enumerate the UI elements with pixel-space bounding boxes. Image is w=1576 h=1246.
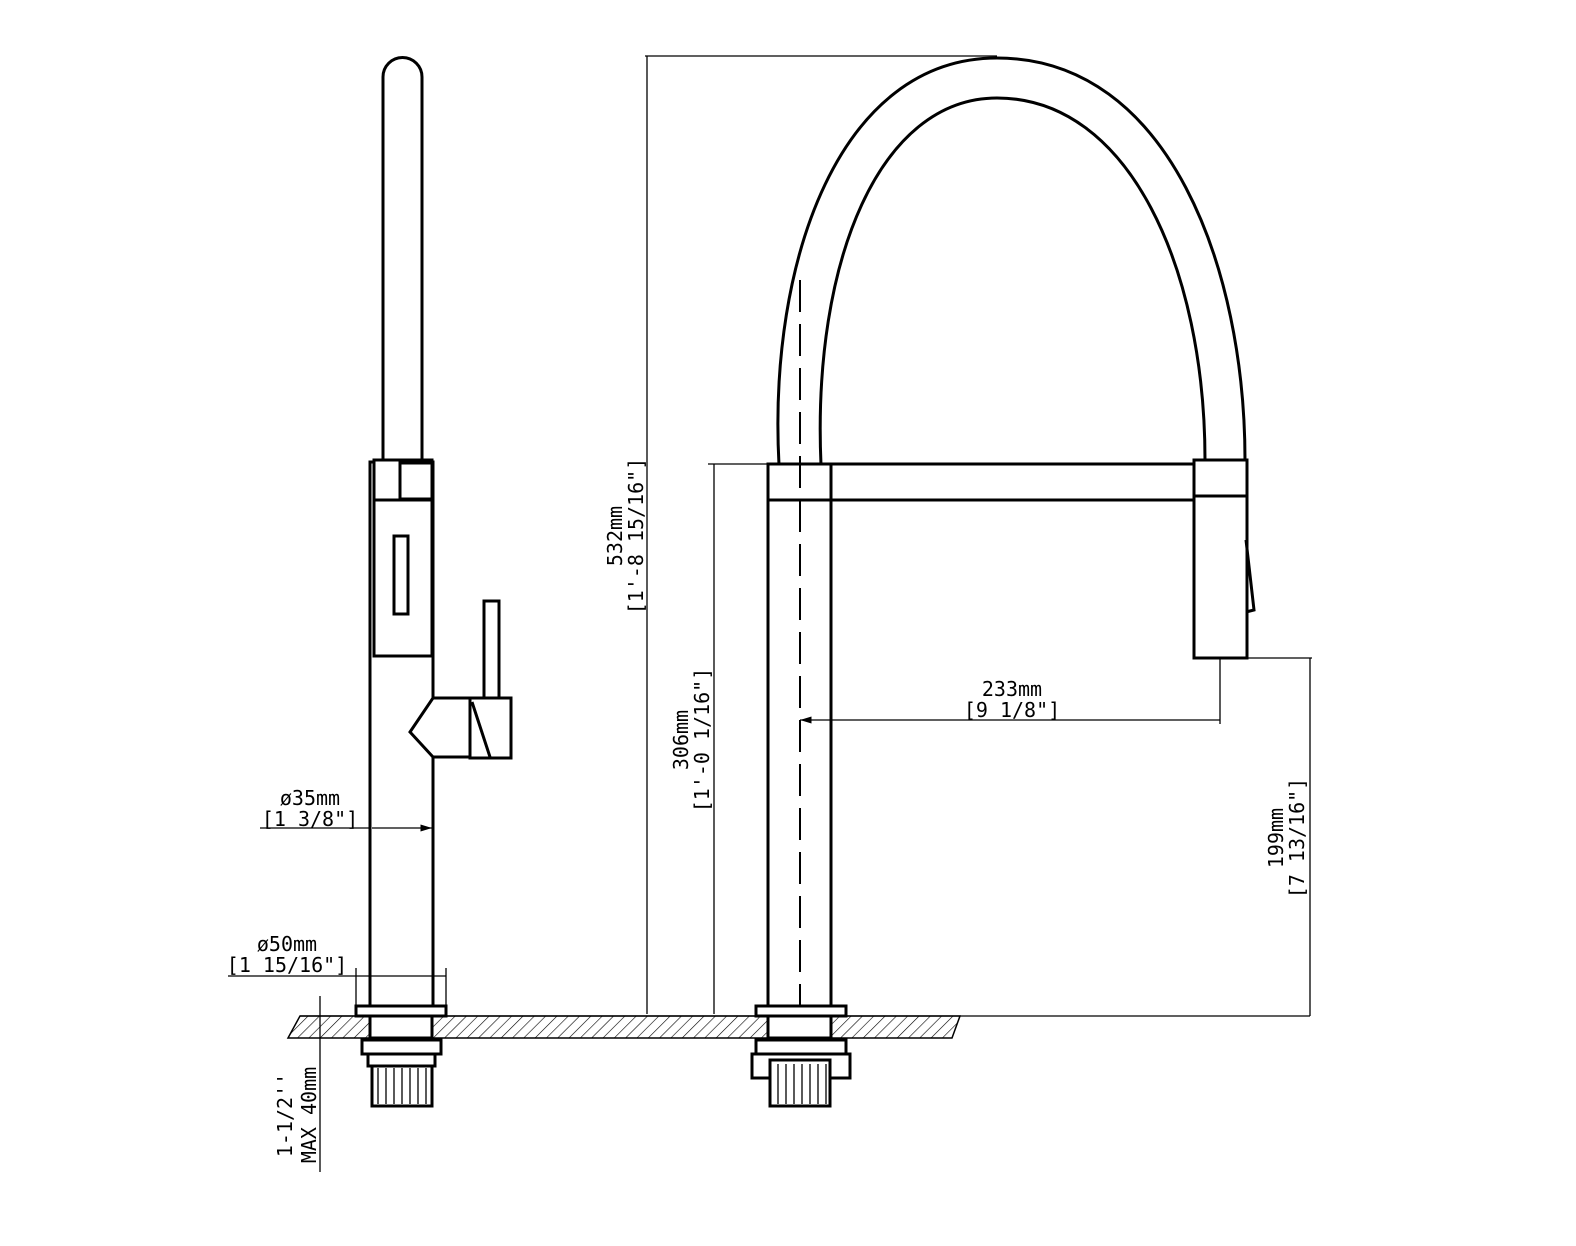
- front-spring-arch: [776, 56, 1247, 466]
- pipe-diameter-metric: ø35mm: [280, 786, 340, 810]
- spout-reach-metric: 233mm: [982, 677, 1042, 701]
- deck-thickness-imperial: 1-1/2'': [273, 1073, 297, 1157]
- total-height-metric: 532mm: [603, 506, 627, 566]
- side-spray-wand: [381, 56, 424, 462]
- spout-reach-dimension: [800, 658, 1221, 724]
- base-diameter-imperial: [1 15/16"]: [227, 953, 347, 977]
- side-spray-button: [392, 534, 410, 616]
- spout-clearance-metric: 199mm: [1264, 808, 1288, 868]
- total-height-imperial: [1'-8 15/16"]: [624, 458, 648, 615]
- deck-thickness-metric: MAX 40mm: [297, 1067, 321, 1163]
- spout-clearance-dimension: [1215, 657, 1312, 1016]
- spout-clearance-imperial: [7 13/16"]: [1285, 778, 1309, 898]
- base-diameter-metric: ø50mm: [257, 932, 317, 956]
- body-height-metric: 306mm: [669, 710, 693, 770]
- front-holder-arm: [829, 462, 1197, 502]
- pipe-diameter-imperial: [1 3/8"]: [262, 807, 358, 831]
- side-lever-handle: [408, 599, 513, 760]
- front-mounting-hardware: [750, 1014, 852, 1108]
- base-diameter-dimension: [228, 968, 447, 1006]
- body-height-dimension: [708, 463, 768, 1014]
- side-view-faucet: [354, 56, 513, 1108]
- side-mounting-hardware: [360, 1014, 443, 1108]
- body-height-imperial: [1'-0 1/16"]: [690, 668, 714, 813]
- total-height-dimension: [645, 55, 997, 1014]
- front-view-faucet: [750, 56, 1256, 1108]
- spout-reach-imperial: [9 1/8"]: [964, 698, 1060, 722]
